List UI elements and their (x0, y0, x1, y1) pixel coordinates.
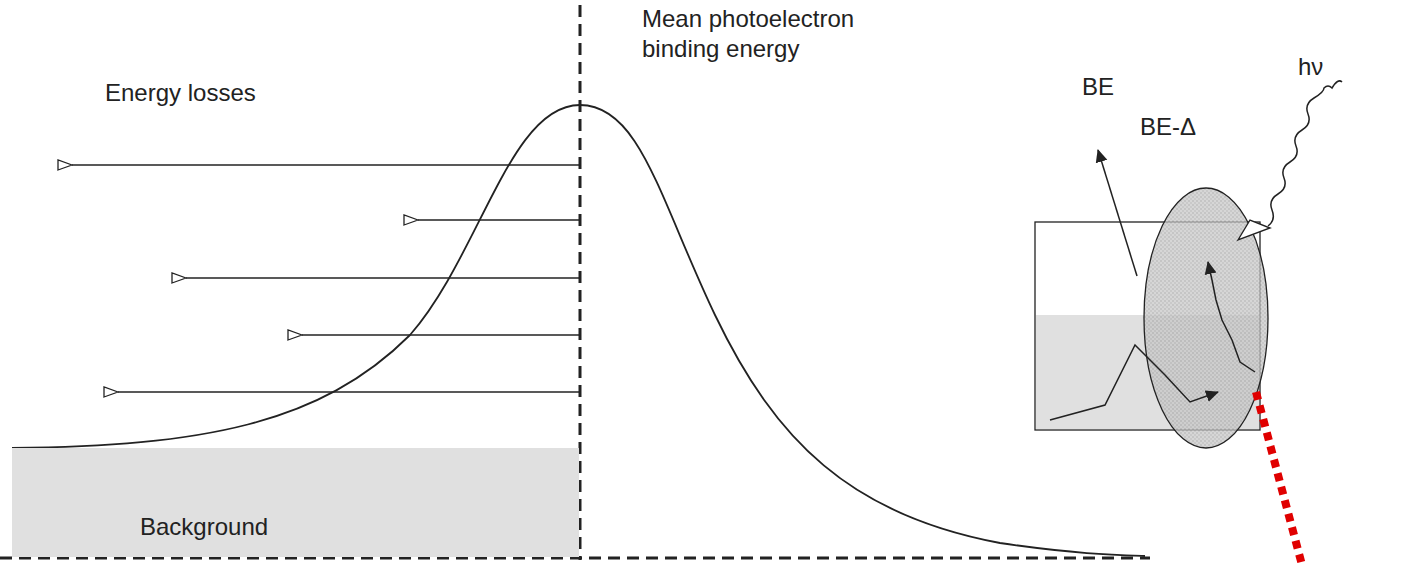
annotation-label: BE (1082, 72, 1114, 102)
background-band: Background (12, 448, 579, 557)
annotation-label: Mean photoelectron binding energy (642, 4, 872, 64)
band-label: Background (140, 512, 268, 542)
be-arrow (1098, 150, 1137, 276)
loss-arrow (118, 391, 580, 393)
photon-wave (1268, 81, 1342, 226)
annotation-label: hν (1298, 52, 1323, 82)
photoelectron-peak (12, 105, 1145, 556)
photon-head (1238, 220, 1270, 240)
electron-path (1208, 262, 1255, 372)
loss-arrow (72, 164, 580, 166)
loss-arrow (302, 334, 580, 336)
red-leader (1256, 392, 1302, 565)
annotation-label: Energy losses (105, 78, 256, 108)
loss-arrow (186, 277, 580, 279)
inset-path (1050, 345, 1218, 420)
loss-arrow (418, 219, 580, 221)
annotation-label: BE-Δ (1140, 112, 1196, 142)
